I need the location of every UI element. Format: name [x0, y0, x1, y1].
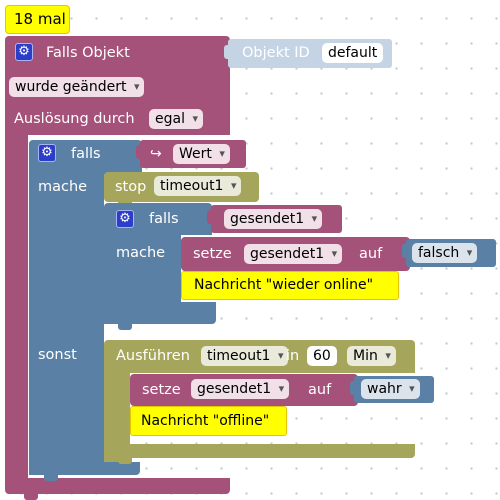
timeout-timer-dropdown[interactable]: timeout1: [201, 346, 289, 366]
stop-timer-dropdown[interactable]: timeout1: [154, 176, 242, 196]
object-id-field[interactable]: default: [322, 43, 384, 63]
true-value-dropdown[interactable]: wahr: [361, 379, 420, 399]
set-false-label: setze: [193, 246, 232, 262]
object-id-label: Objekt ID: [242, 45, 310, 61]
gear-icon[interactable]: ⚙: [15, 43, 33, 61]
set-false-variable-dropdown[interactable]: gesendet1: [244, 244, 343, 264]
condition-dropdown[interactable]: Wert: [173, 144, 230, 164]
timeout-in-label: in: [286, 348, 300, 364]
false-value-dropdown[interactable]: falsch: [412, 243, 478, 263]
comment-bubble[interactable]: 18 mal: [5, 5, 70, 34]
set-true-to-label: auf: [308, 382, 332, 398]
trigger-header-label: Falls Objekt: [46, 45, 130, 61]
outer-do-label: mache: [38, 179, 88, 195]
message-offline-block[interactable]: Nachricht "offline": [130, 406, 287, 436]
set-true-variable-dropdown[interactable]: gesendet1: [191, 379, 290, 399]
timeout-unit-dropdown[interactable]: Min: [347, 346, 396, 366]
message-offline-text: Nachricht "offline": [141, 413, 270, 429]
stop-label: stop: [115, 179, 147, 195]
timeout-amount-field[interactable]: 60: [307, 346, 337, 366]
message-online-block[interactable]: Nachricht "wieder online": [181, 271, 399, 300]
change-dropdown[interactable]: wurde geändert: [9, 77, 145, 97]
set-false-to-label: auf: [359, 246, 383, 262]
gear-icon[interactable]: ⚙: [38, 144, 56, 162]
trigger-dropdown[interactable]: egal: [149, 109, 203, 129]
message-online-text: Nachricht "wieder online": [194, 277, 374, 293]
inner-do-label: mache: [116, 245, 166, 261]
inner-variable-dropdown[interactable]: gesendet1: [224, 209, 323, 229]
return-arrow-icon: ↪: [150, 146, 162, 162]
outer-if-label: falls: [71, 146, 101, 162]
comment-text: 18 mal: [14, 10, 66, 28]
gear-icon[interactable]: ⚙: [116, 210, 134, 228]
trigger-label: Auslösung durch: [14, 111, 135, 127]
outer-else-label: sonst: [38, 347, 77, 363]
set-true-label: setze: [142, 382, 181, 398]
timeout-label: Ausführen: [116, 348, 190, 364]
inner-if-label: falls: [149, 211, 179, 227]
